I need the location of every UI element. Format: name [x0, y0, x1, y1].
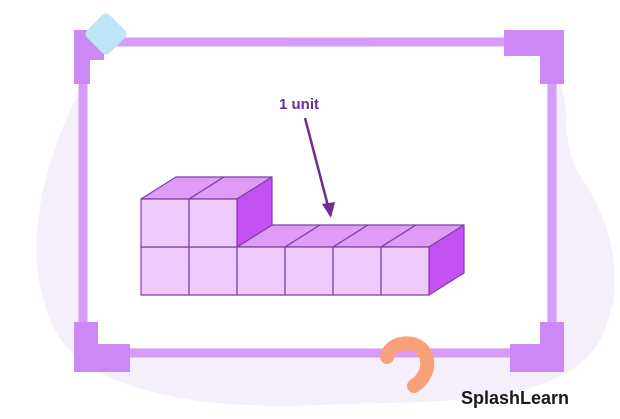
diamond-icon — [85, 13, 127, 55]
unit-cube-figure — [140, 176, 465, 296]
hook-icon — [380, 336, 435, 393]
cube-front-face — [380, 246, 430, 296]
frame-border — [78, 37, 557, 358]
cube-front-face — [188, 198, 238, 248]
unit-arrow-head — [322, 202, 335, 218]
frame-corner-top-right — [504, 30, 564, 84]
cube-front-face — [140, 198, 190, 248]
cube-front-face — [140, 246, 190, 296]
cube-front-face — [332, 246, 382, 296]
frame-corner-bottom-right — [510, 322, 564, 372]
cube-front-face — [236, 246, 286, 296]
unit-arrow-shaft — [303, 117, 330, 207]
brand-logo-text: SplashLearn — [461, 388, 569, 408]
frame-corner-bottom-left — [74, 322, 130, 372]
cube-front-face — [284, 246, 334, 296]
cube-front-face — [188, 246, 238, 296]
unit-label: 1 unit — [279, 96, 319, 113]
